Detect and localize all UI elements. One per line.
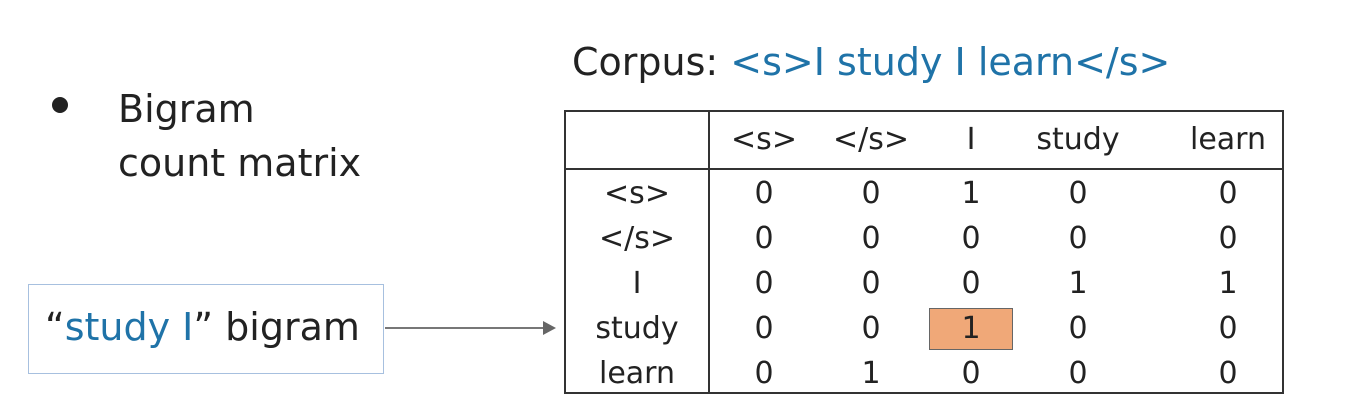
- matrix-cell: 1: [961, 176, 981, 211]
- matrix-cell: 0: [861, 221, 881, 256]
- matrix-cell: 0: [961, 221, 981, 256]
- matrix-cell: 0: [1218, 176, 1238, 211]
- matrix-cell: 0: [961, 356, 981, 391]
- matrix-cell: 0: [754, 356, 774, 391]
- callout-quote-open: “: [45, 305, 65, 349]
- row-label: </s>: [598, 221, 675, 256]
- matrix-cell: 0: [1068, 176, 1088, 211]
- row-label: study: [595, 311, 679, 346]
- matrix-cell: 0: [1068, 356, 1088, 391]
- matrix-cell: 1: [1218, 266, 1238, 301]
- matrix-cell: 0: [754, 311, 774, 346]
- matrix-cell: 0: [861, 266, 881, 301]
- matrix-cell: 0: [754, 176, 774, 211]
- bullet-line-2: count matrix: [118, 141, 362, 185]
- bullet-text: Bigram count matrix: [118, 82, 361, 190]
- callout-suffix: bigram: [213, 305, 360, 349]
- column-header: <s>: [731, 122, 797, 157]
- column-header: learn: [1190, 122, 1266, 157]
- matrix-cell: 0: [1068, 311, 1088, 346]
- bullet-dot: [52, 97, 68, 113]
- callout-highlight: study I: [64, 305, 194, 349]
- row-label: learn: [599, 356, 675, 391]
- matrix-cell: 1: [1068, 266, 1088, 301]
- matrix-cell: 1: [961, 311, 981, 346]
- matrix-cell: 0: [754, 221, 774, 256]
- matrix-cell: 0: [1218, 221, 1238, 256]
- arrow-head-icon: [543, 321, 556, 335]
- highlighted-cell: [929, 308, 1013, 350]
- matrix-cell: 1: [861, 356, 881, 391]
- matrix-cell: 0: [861, 176, 881, 211]
- corpus-title: Corpus: <s>I study I learn</s>: [572, 40, 1170, 84]
- callout-text: “study I” bigram: [45, 305, 360, 349]
- callout-quote-close: ”: [193, 305, 214, 349]
- corpus-label: Corpus:: [572, 40, 731, 84]
- matrix-cell: 0: [861, 311, 881, 346]
- matrix-cell: 0: [1218, 311, 1238, 346]
- corpus-text: <s>I study I learn</s>: [730, 40, 1171, 84]
- arrow-line: [385, 327, 545, 329]
- matrix-cell: 0: [961, 266, 981, 301]
- study-i-callout: “study I” bigram: [28, 284, 384, 374]
- matrix-cell: 0: [754, 266, 774, 301]
- matrix-cell: 0: [1218, 356, 1238, 391]
- matrix-cell: 0: [1068, 221, 1088, 256]
- row-label: <s>: [604, 176, 670, 211]
- bullet-line-1: Bigram: [118, 87, 255, 131]
- row-label-divider: [708, 112, 710, 392]
- column-header: study: [1036, 122, 1120, 157]
- column-header: I: [966, 122, 976, 157]
- row-label: I: [632, 266, 642, 301]
- column-header: </s>: [832, 122, 909, 157]
- header-divider: [566, 168, 1282, 170]
